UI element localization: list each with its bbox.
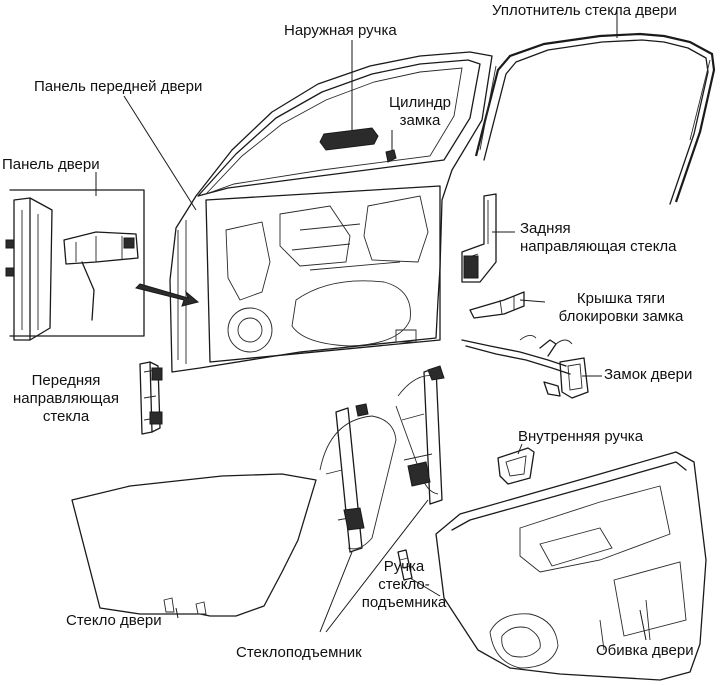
label-front-guide: Передняя направляющая стекла bbox=[2, 372, 130, 426]
label-inner-handle: Внутренняя ручка bbox=[518, 428, 644, 445]
label-outer-handle: Наружная ручка bbox=[284, 22, 397, 39]
label-rear-guide-line2: направляющая стекла bbox=[520, 238, 677, 255]
door-glass-drawing bbox=[71, 473, 317, 617]
label-lock-cylinder-line1: Цилиндр bbox=[389, 94, 451, 111]
door-lock-drawing bbox=[461, 335, 589, 399]
rear-glass-guide-drawing bbox=[461, 193, 497, 283]
label-lock-cylinder-line2: замка bbox=[399, 112, 441, 129]
inner-handle-drawing bbox=[497, 447, 535, 485]
label-window-handle-line3: подъемника bbox=[361, 594, 447, 611]
leader-lines bbox=[95, 10, 647, 641]
window-regulator-drawing bbox=[319, 365, 445, 553]
label-door-panel: Панель двери bbox=[2, 156, 100, 173]
label-door-glass: Стекло двери bbox=[66, 612, 162, 629]
label-glass-seal: Уплотнитель стекла двери bbox=[492, 2, 677, 19]
glass-seal-drawing bbox=[474, 32, 716, 205]
label-door-trim: Обивка двери bbox=[596, 642, 694, 659]
pointer-arrow bbox=[135, 283, 200, 307]
label-lock-cylinder: Цилиндр замка bbox=[372, 94, 468, 130]
door-trim-drawing bbox=[435, 451, 707, 681]
label-window-handle-line2: стекло- bbox=[378, 576, 430, 593]
label-front-guide-line3: стекла bbox=[42, 408, 90, 425]
label-rear-guide: Задняя направляющая стекла bbox=[520, 220, 677, 256]
label-window-handle-line1: Ручка bbox=[383, 558, 425, 575]
door-panel-detail-drawing bbox=[5, 189, 145, 341]
window-handle-drawing bbox=[397, 549, 413, 581]
label-lock-rod-cover-line1: Крышка тяги bbox=[576, 290, 666, 307]
label-lock-rod-cover-line2: блокировки замка bbox=[558, 308, 684, 325]
label-front-guide-line2: направляющая bbox=[13, 390, 119, 407]
label-lock-rod-cover: Крышка тяги блокировки замка bbox=[536, 290, 706, 326]
label-front-guide-line1: Передняя bbox=[31, 372, 101, 389]
lock-rod-cover-drawing bbox=[469, 291, 525, 319]
door-frame bbox=[169, 51, 493, 373]
label-rear-guide-line1: Задняя bbox=[520, 220, 571, 237]
label-window-handle: Ручка стекло- подъемника bbox=[356, 558, 452, 612]
label-front-door-panel: Панель передней двери bbox=[34, 78, 203, 95]
label-window-regulator: Стеклоподъемник bbox=[236, 644, 362, 661]
label-door-lock: Замок двери bbox=[604, 366, 693, 383]
front-glass-guide-drawing bbox=[139, 361, 163, 435]
